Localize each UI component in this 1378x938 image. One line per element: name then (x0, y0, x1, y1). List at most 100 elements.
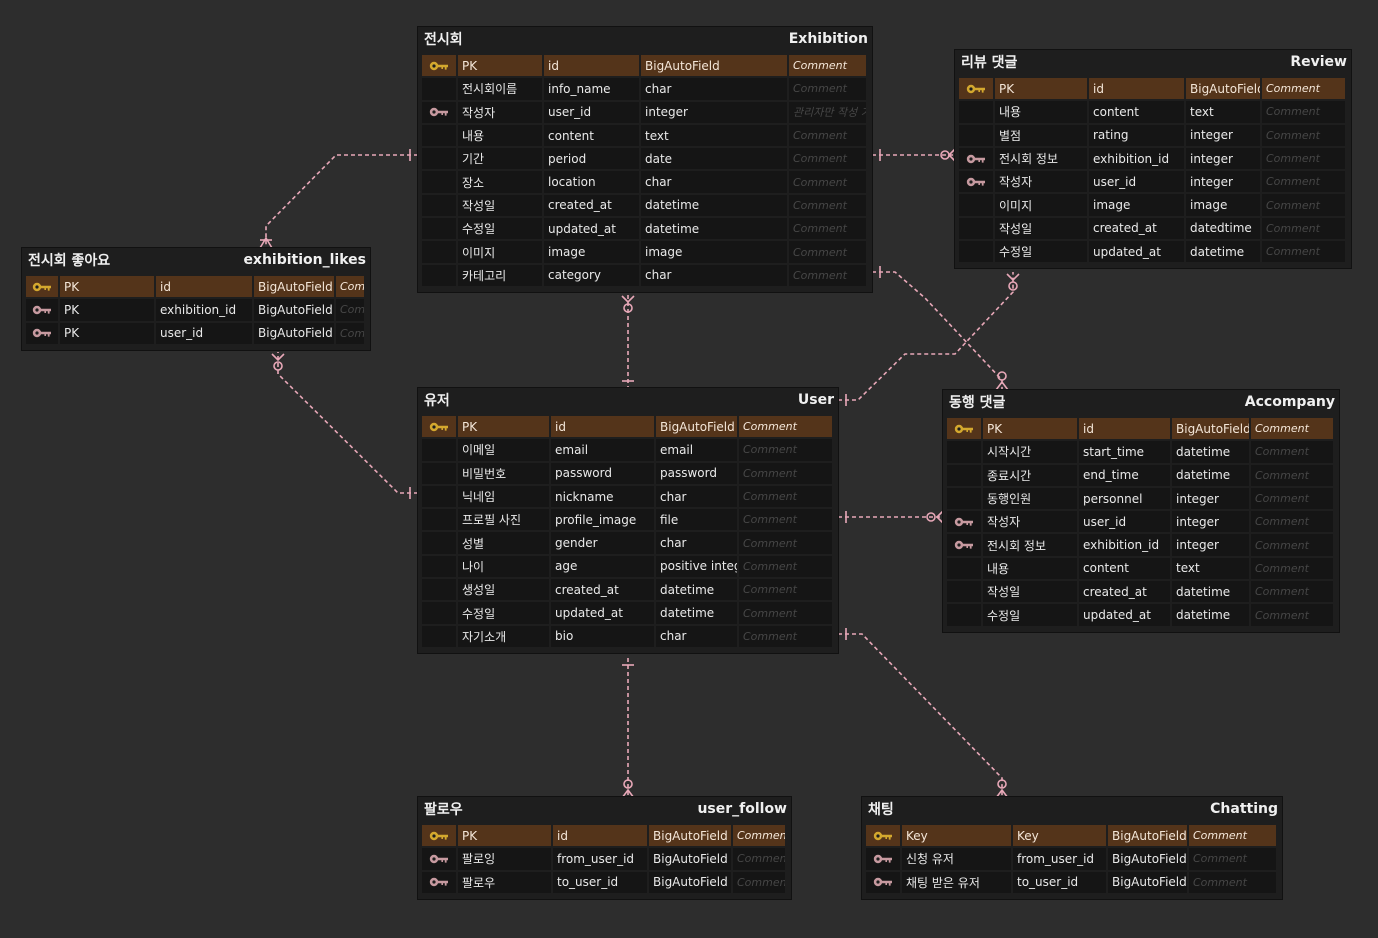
key-cell (422, 194, 458, 219)
many-marker (621, 295, 635, 313)
comment-cell: Comment (1262, 147, 1347, 172)
physical-name-cell: nickname (551, 485, 656, 510)
logical-name-cell: 채팅 받은 유저 (902, 871, 1013, 895)
physical-name-cell: id (1079, 418, 1172, 442)
logical-name-cell: 팔로잉 (458, 848, 553, 872)
foreign-key-icon (32, 304, 52, 316)
comment-cell: Comment (1262, 78, 1347, 102)
logical-name-cell: 작성자 (995, 171, 1089, 195)
physical-name-cell: gender (551, 532, 656, 556)
comment-cell: Comment (1251, 464, 1335, 488)
logical-name-cell: PK (995, 78, 1089, 102)
key-cell (422, 101, 458, 125)
data-type-cell: BigAutoField (649, 848, 733, 872)
key-cell (866, 825, 902, 849)
foreign-key-icon (873, 876, 893, 888)
key-cell (422, 218, 458, 242)
comment-cell: Comment (789, 264, 868, 288)
physical-name-cell: from_user_id (1013, 848, 1108, 872)
comment-cell: Comment (1251, 441, 1335, 465)
physical-name-cell: updated_at (1089, 241, 1186, 265)
key-cell (422, 485, 458, 510)
data-type-cell: text (1172, 557, 1251, 582)
many-marker (271, 353, 285, 371)
relation-exhibition-likes (265, 154, 418, 248)
logical-name-cell: PK (458, 416, 551, 440)
data-type-cell: datetime (656, 602, 739, 626)
entity-logical-name: 전시회 (424, 32, 463, 48)
key-cell (26, 322, 60, 346)
comment-cell: Comment (739, 532, 834, 556)
physical-name-cell: user_id (1079, 511, 1172, 535)
logical-name-cell: 종료시간 (983, 464, 1079, 488)
data-type-cell: date (641, 148, 789, 172)
data-type-cell: char (656, 485, 739, 510)
physical-name-cell: created_at (544, 194, 641, 219)
many-marker (926, 510, 944, 524)
key-cell (26, 276, 60, 300)
logical-name-cell: 작성일 (995, 217, 1089, 242)
key-cell (866, 848, 902, 872)
